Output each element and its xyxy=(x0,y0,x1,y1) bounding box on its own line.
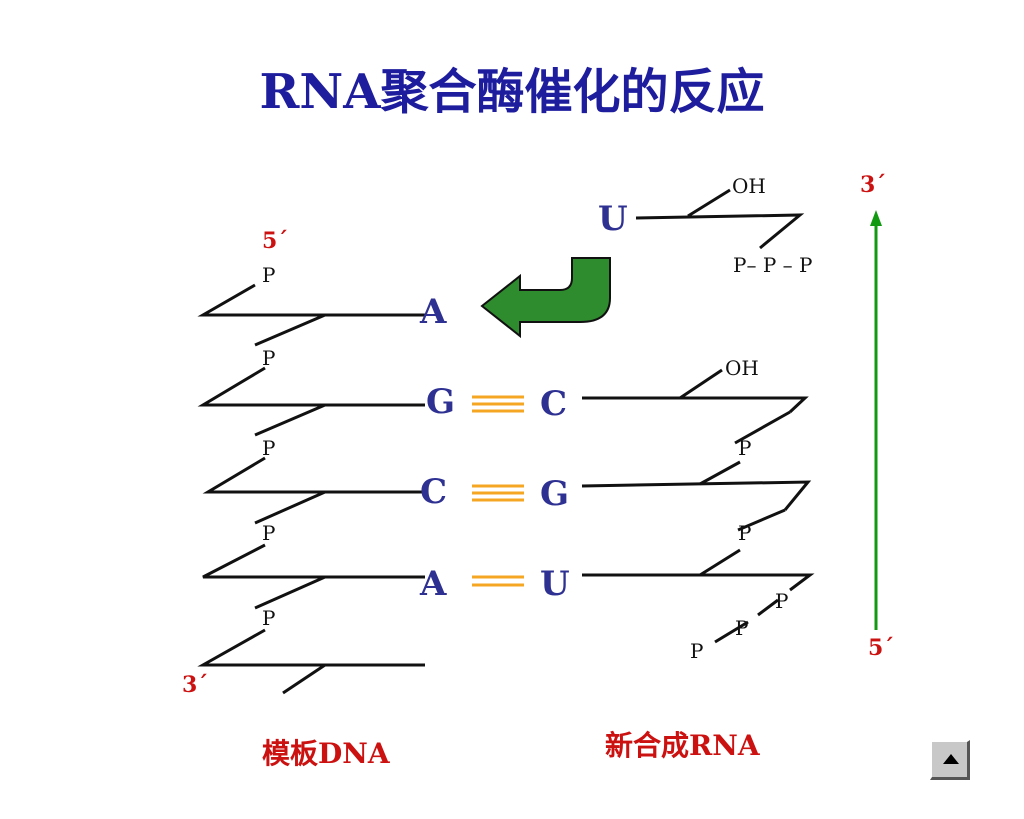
triangle-up-icon xyxy=(943,754,959,764)
strand-end-labels: 5´ 3´ xyxy=(182,228,288,698)
rna-hydroxyl-label: OH xyxy=(725,356,759,380)
slide-title: RNA聚合酶催化的反应 xyxy=(259,64,765,120)
template-phosphate-label: P xyxy=(262,346,275,370)
direction-top-label: 3´ xyxy=(860,172,886,198)
rna-phosphate-label: P xyxy=(775,589,788,613)
rna-phosphate-label: P xyxy=(738,521,751,545)
rna-phosphate-label: P xyxy=(735,616,748,640)
template-base: A xyxy=(419,292,447,332)
template-phosphate-label: P xyxy=(262,436,275,460)
rna-phosphate-label: P xyxy=(738,436,751,460)
direction-bottom-label: 5´ xyxy=(868,635,894,661)
template-base: G xyxy=(426,382,455,422)
incoming-triphosphate-label: P– P – P xyxy=(733,253,812,277)
template-phosphate-label: P xyxy=(262,521,275,545)
new-rna-caption: 新合成RNA xyxy=(605,729,760,762)
new-rna-backbone xyxy=(581,368,815,644)
rna-phosphate-label: P xyxy=(690,639,703,663)
incorporation-arrow xyxy=(480,257,611,339)
rna-base: G xyxy=(540,474,569,514)
template-base: C xyxy=(420,472,447,512)
template-phosphate-label: P xyxy=(262,263,275,287)
template-phosphate-label: P xyxy=(262,606,275,630)
rna-base: U xyxy=(540,564,570,604)
slide-nav-up-button[interactable] xyxy=(930,740,970,780)
template-bases: A G C A xyxy=(419,292,455,604)
new-rna-labels: OH P P P P P xyxy=(690,356,788,663)
hydrogen-bonds xyxy=(472,395,524,587)
incoming-nucleotide: U OH P– P – P xyxy=(598,174,812,277)
template-three-prime-label: 3´ xyxy=(182,672,208,698)
synthesis-direction-arrow: 3´ 5´ xyxy=(860,172,894,661)
rna-base: C xyxy=(540,384,567,424)
template-dna-caption: 模板DNA xyxy=(262,737,390,770)
incoming-base: U xyxy=(598,199,628,239)
template-dna-backbone xyxy=(197,283,425,695)
template-five-prime-label: 5´ xyxy=(262,228,288,254)
incoming-hydroxyl-label: OH xyxy=(732,174,766,198)
template-base: A xyxy=(419,564,447,604)
template-phosphates: P P P P P xyxy=(262,263,275,630)
rna-bases: C G U xyxy=(540,384,570,604)
